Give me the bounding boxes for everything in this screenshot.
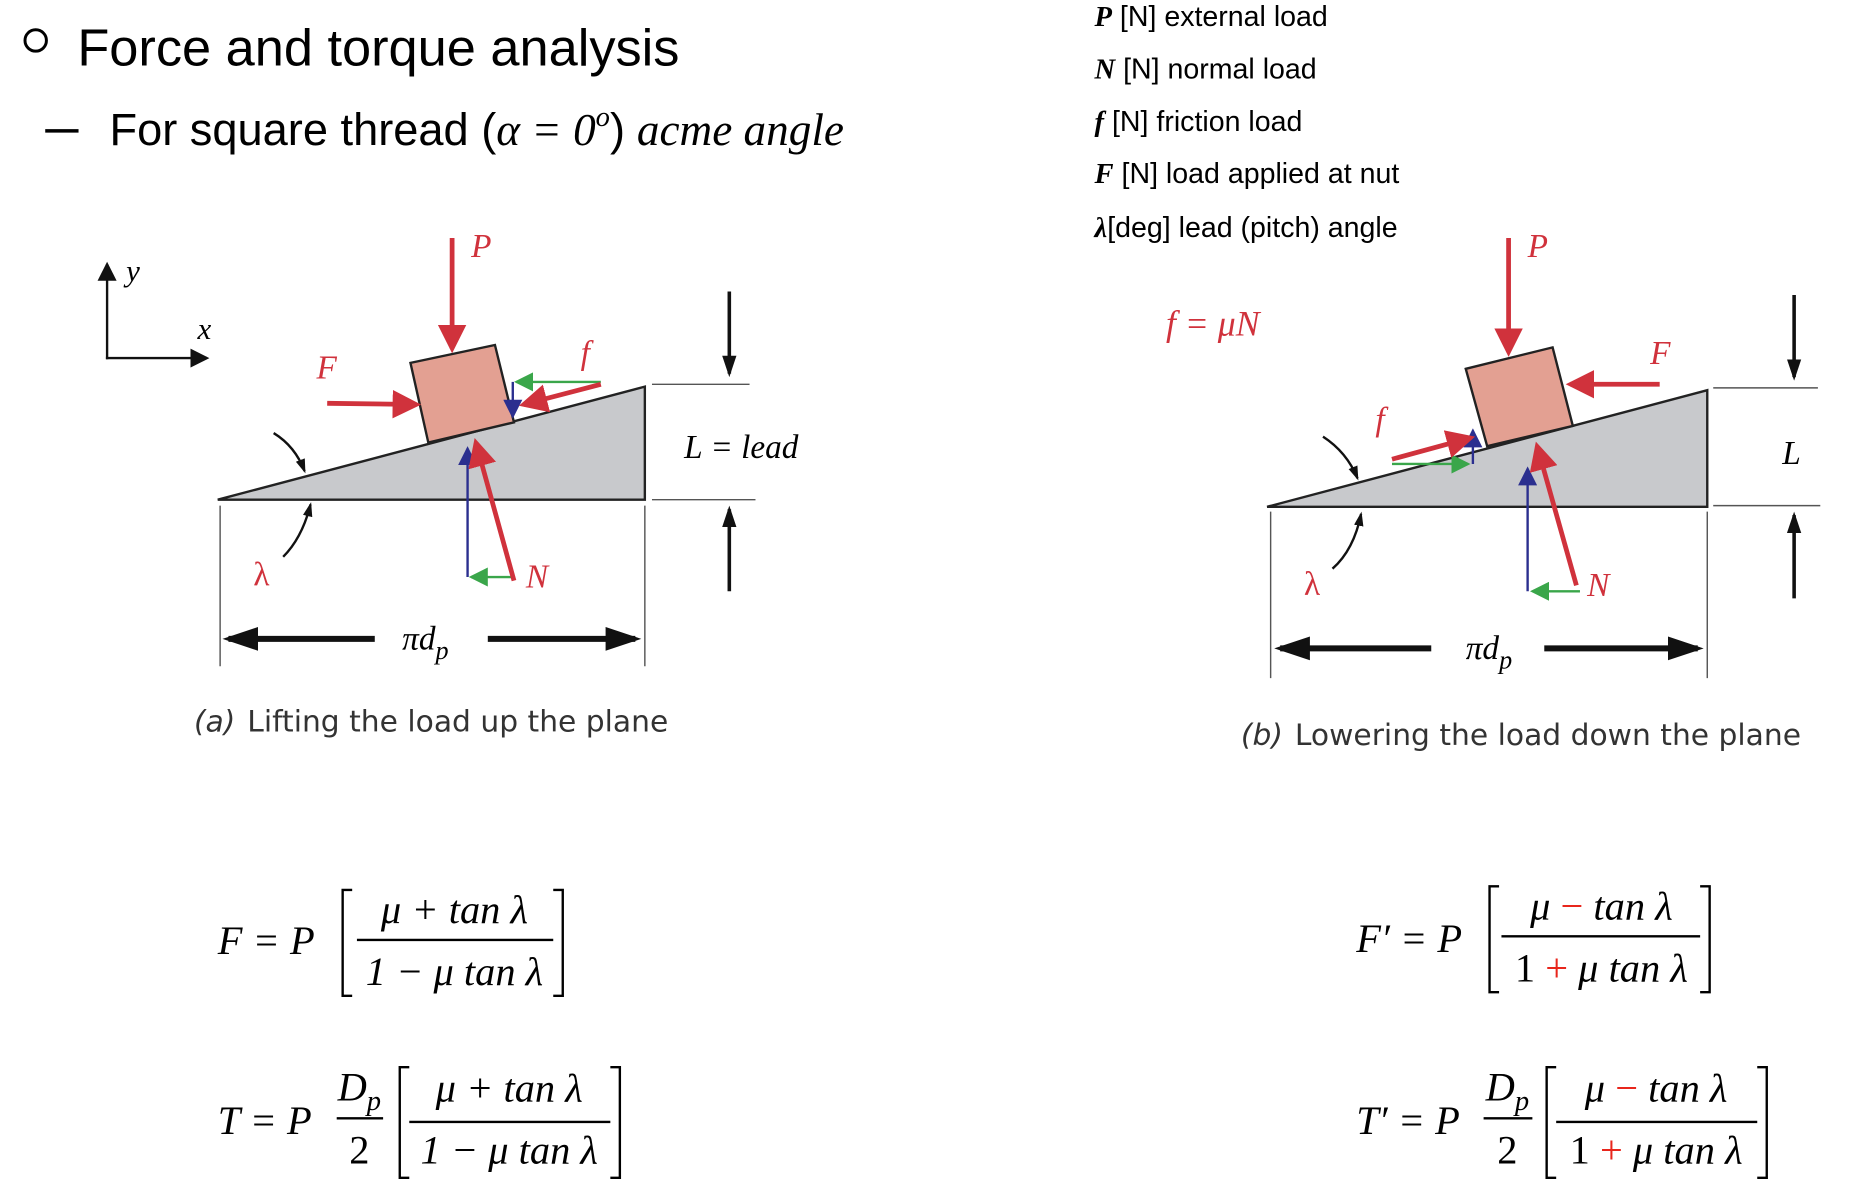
figure-b-caption: (b)Lowering the load down the plane: [1241, 718, 1801, 753]
axis-y-label: y: [123, 253, 140, 288]
force-f-arrow-icon: [518, 381, 602, 413]
svg-text:μ + tan λ: μ + tan λ: [380, 887, 528, 932]
legend-item: F [N] load applied at nut: [1094, 158, 1400, 190]
friction-equation: f = μN: [1166, 304, 1262, 344]
bullet-circle-icon: [23, 28, 48, 53]
label-N: N: [1586, 567, 1611, 604]
label-f: f: [581, 335, 595, 372]
label-P: P: [1527, 228, 1548, 265]
axis-x-label: x: [197, 311, 212, 346]
svg-text:μ − tan λ: μ − tan λ: [1529, 884, 1673, 929]
load-block: [1464, 345, 1575, 448]
load-block: [409, 343, 516, 445]
svg-text:1 + μ tan λ: 1 + μ tan λ: [1570, 1128, 1743, 1173]
force-N-arrow-icon: [1529, 441, 1579, 586]
equation-force-lowering: F′ = P μ − tan λ 1 + μ tan λ: [1355, 884, 1711, 994]
svg-text:2: 2: [349, 1128, 369, 1173]
svg-text:2: 2: [1497, 1128, 1517, 1173]
legend-item: λ[deg] lead (pitch) angle: [1094, 212, 1398, 244]
inclined-plane: [217, 385, 647, 501]
label-lead: L = lead: [683, 429, 799, 466]
legend-item: P [N] external load: [1094, 1, 1328, 33]
svg-text:T = P: T = P: [218, 1098, 312, 1143]
inclined-plane: [1266, 388, 1709, 509]
equation-force-lifting: F = P μ + tan λ 1 − μ tan λ: [217, 887, 564, 997]
svg-text:μ − tan λ: μ − tan λ: [1584, 1066, 1728, 1111]
legend-item: f [N] friction load: [1095, 106, 1303, 138]
label-pi-dp: πdp: [1466, 630, 1512, 675]
force-F-arrow-icon: [327, 389, 422, 419]
label-lambda: λ: [1304, 566, 1320, 603]
angle-pointer-icon: [1322, 435, 1359, 481]
figure-a-caption: (a)Lifting the load up the plane: [194, 705, 668, 740]
label-F: F: [1649, 335, 1671, 372]
equation-torque-lowering: T′ = P Dp 2 μ − tan λ 1 + μ tan λ: [1356, 1064, 1768, 1180]
equation-torque-lifting: T = P Dp 2 μ + tan λ 1 − μ tan λ: [218, 1064, 622, 1180]
label-P: P: [470, 228, 491, 265]
angle-pointer-icon: [282, 502, 313, 558]
svg-text:Dp: Dp: [1485, 1064, 1529, 1117]
angle-pointer-icon: [1331, 511, 1364, 570]
label-lead: L: [1781, 435, 1801, 472]
force-N-arrow-icon: [468, 437, 517, 582]
figure-b-lowering: f = μN P F f N λ πdp L (b)Lowering the l…: [1166, 228, 1821, 753]
svg-text:μ + tan λ: μ + tan λ: [435, 1066, 583, 1111]
equations: F = P μ + tan λ 1 − μ tan λ T = P Dp 2 μ…: [217, 884, 1768, 1180]
slide-subtitle: For square thread (α = 0o)acme angle: [109, 102, 843, 155]
legend-item: N [N] normal load: [1094, 54, 1317, 86]
svg-text:F′ = P: F′ = P: [1355, 916, 1462, 961]
label-f: f: [1375, 402, 1389, 439]
svg-text:1 − μ tan λ: 1 − μ tan λ: [420, 1128, 597, 1173]
svg-text:Dp: Dp: [337, 1064, 381, 1117]
angle-pointer-icon: [273, 432, 306, 474]
symbol-legend: P [N] external load N [N] normal load f …: [1094, 1, 1400, 244]
slide-title: Force and torque analysis: [77, 19, 679, 77]
svg-text:T′ = P: T′ = P: [1356, 1098, 1460, 1143]
figure-a-lifting: y x P F f N λ πdp L = lead (a)Lifting th…: [97, 228, 799, 740]
svg-text:1 − μ tan λ: 1 − μ tan λ: [366, 949, 543, 994]
label-pi-dp: πdp: [402, 621, 448, 666]
force-f-arrow-icon: [1391, 430, 1476, 462]
label-F: F: [315, 349, 337, 386]
label-N: N: [525, 559, 550, 596]
label-lambda: λ: [253, 556, 269, 593]
svg-text:F = P: F = P: [217, 918, 315, 963]
svg-text:1 + μ tan λ: 1 + μ tan λ: [1515, 946, 1688, 991]
